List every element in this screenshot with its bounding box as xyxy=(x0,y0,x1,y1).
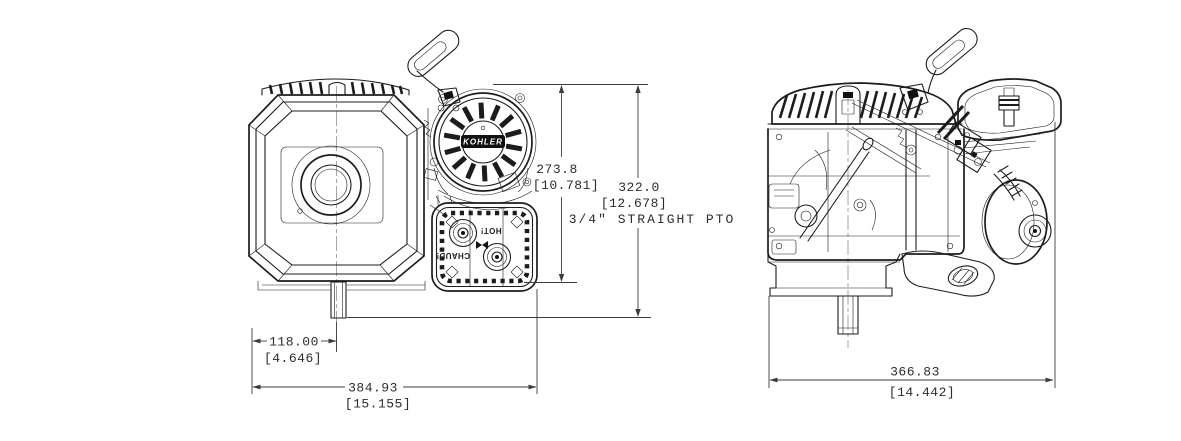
front-carb-detail xyxy=(423,108,533,216)
starter-rope-front xyxy=(416,70,444,93)
side-accessories xyxy=(768,183,818,255)
pto-shaft-front xyxy=(330,281,347,319)
valve-cover xyxy=(957,78,1062,155)
cover-knob xyxy=(291,145,371,225)
shield-perforations xyxy=(439,210,530,284)
rope-bracket-front xyxy=(437,87,461,112)
carburetor-cluster xyxy=(944,121,992,173)
air-cleaner-drum xyxy=(981,179,1052,265)
cover-center-panel xyxy=(280,146,384,224)
dim-crank-offset-mm: 118.00 xyxy=(269,335,319,350)
chaud-warning-text: CHAUD! xyxy=(436,251,470,260)
recoil-handle-front xyxy=(407,29,460,77)
crankcase-block xyxy=(767,128,965,261)
kohler-logo-band xyxy=(461,135,505,148)
dim-height-pto-in: [12.678] xyxy=(601,196,667,211)
rope-bracket-side xyxy=(899,83,929,115)
dim-height-muffler-mm: 273.8 xyxy=(536,162,578,177)
dim-height-pto-mm: 322.0 xyxy=(618,180,660,195)
intake-hose xyxy=(993,165,1023,201)
dim-front-width-mm: 384.93 xyxy=(348,381,398,396)
exhaust-bracket xyxy=(901,250,995,297)
front-base-and-pto xyxy=(257,281,426,319)
dim-side-width-in: [14.442] xyxy=(889,385,955,400)
side-base xyxy=(767,250,995,335)
front-view-dimensions: 273.8 [10.781] 322.0 [12.678] 3/4" STRAI… xyxy=(251,84,736,412)
side-view-dimensions: 366.83 [14.442] xyxy=(768,122,1056,400)
side-view-illustration xyxy=(767,28,1062,348)
exhaust-flange-1 xyxy=(448,218,478,248)
pto-type-label: 3/4" STRAIGHT PTO xyxy=(569,212,736,227)
front-view-illustration: KOHLER xyxy=(248,29,538,352)
recoil-handle-side xyxy=(925,28,978,76)
rope-guide-hump xyxy=(328,81,346,96)
muffler-heat-shield: HOT! CHAUD! xyxy=(431,195,538,292)
front-top-grille xyxy=(261,78,410,96)
hot-warning-text: HOT! xyxy=(480,226,501,235)
kohler-logo-text: KOHLER xyxy=(463,138,503,147)
exhaust-flange-2 xyxy=(482,242,512,272)
flywheel-screen: KOHLER xyxy=(429,88,537,196)
starter-rope-side xyxy=(927,69,937,94)
blower-housing xyxy=(767,82,963,130)
air-cleaner-cover xyxy=(248,94,425,282)
dim-height-muffler-in: [10.781] xyxy=(533,178,599,193)
dim-crank-offset-in: [4.646] xyxy=(264,351,322,366)
dipstick-and-linkage xyxy=(789,99,991,242)
spark-plug xyxy=(998,87,1020,127)
dim-front-width-in: [15.155] xyxy=(345,397,411,412)
pto-shaft-side xyxy=(837,295,859,335)
dim-side-width-mm: 366.83 xyxy=(890,365,940,380)
